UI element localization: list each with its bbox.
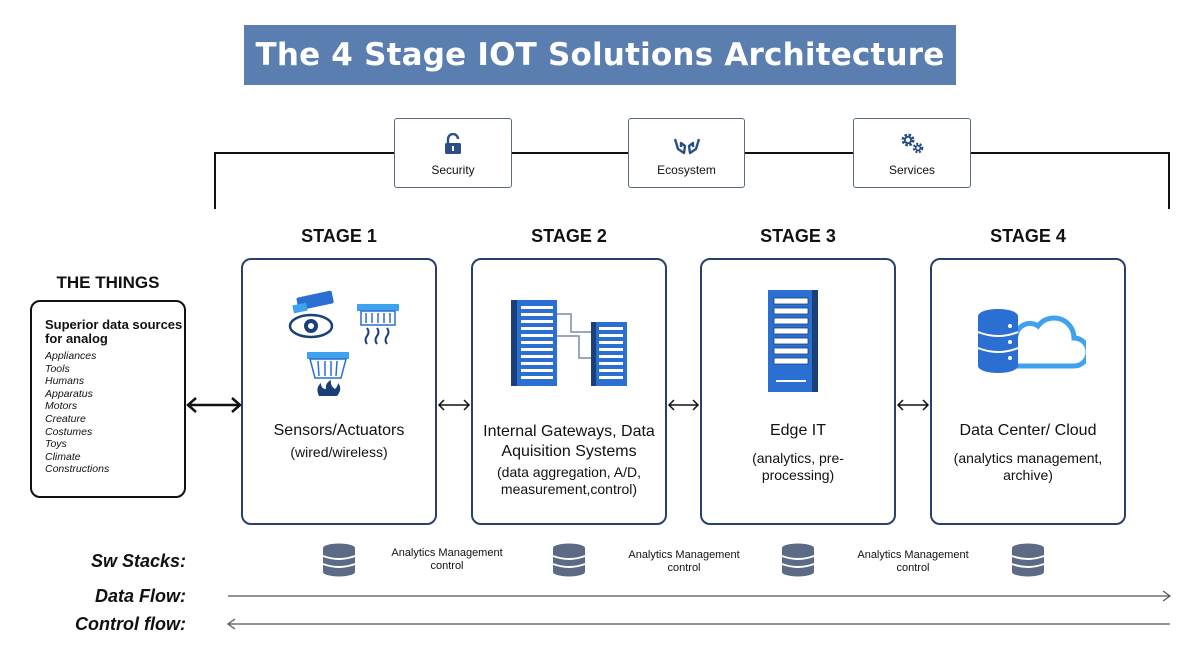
database-icon xyxy=(322,543,356,577)
things-label: THE THINGS xyxy=(56,273,160,292)
stage-3-title: Edge IT xyxy=(769,422,827,439)
page-title: The 4 Stage IOT Solutions Architecture xyxy=(244,25,956,85)
things-box: Superior data sources for analog Applian… xyxy=(30,300,186,498)
ecosystem-label: Ecosystem xyxy=(657,163,716,177)
stage-2-label: STAGE 2 xyxy=(531,226,607,246)
stage-4-title: Data Center/ Cloud xyxy=(959,422,1097,439)
hands-icon xyxy=(673,138,700,155)
stage-2-card: Internal Gateways, Data Aquisition Syste… xyxy=(471,258,667,525)
control-flow-label: Control flow: xyxy=(75,614,186,634)
stage-1-card: Sensors/Actuators (wired/wireless) xyxy=(241,258,437,525)
gateway-racks-icon xyxy=(511,300,627,386)
list-item: Toys xyxy=(45,438,67,451)
services-box: Services xyxy=(853,118,971,188)
stage-2-subtitle: (data aggregation, A/D, measurement,cont… xyxy=(497,464,641,497)
security-box: Security xyxy=(394,118,512,188)
sw-stack-label-3: Analytics Management control xyxy=(857,549,969,574)
cloud-database-icon xyxy=(977,309,1086,373)
security-label: Security xyxy=(431,163,475,177)
database-icon xyxy=(781,543,815,577)
lock-icon xyxy=(445,133,461,154)
sw-stacks-label: Sw Stacks: xyxy=(90,551,186,571)
things-list: Appliances Tools Humans Apparatus Motors… xyxy=(45,350,184,476)
list-item: Appliances xyxy=(45,350,97,362)
list-item: Apparatus xyxy=(45,387,93,400)
list-item: Humans xyxy=(45,375,85,388)
things-heading: Superior data sources for analog xyxy=(45,317,183,346)
stage-4-card: Data Center/ Cloud (analytics management… xyxy=(930,258,1126,525)
sw-stack-label-1: Analytics Management control xyxy=(391,547,503,572)
services-label: Services xyxy=(888,163,935,177)
sensors-icon xyxy=(288,290,399,396)
stage-4-subtitle: (analytics management, archive) xyxy=(953,450,1103,483)
database-icon xyxy=(552,543,586,577)
list-item: Motors xyxy=(45,400,78,413)
list-item: Creature xyxy=(45,412,86,425)
list-item: Constructions xyxy=(45,463,110,476)
ecosystem-box: Ecosystem xyxy=(628,118,745,188)
database-icon xyxy=(1011,543,1045,577)
stage3-stage4-arrow xyxy=(896,399,930,411)
data-flow-arrow xyxy=(228,590,1172,602)
things-stage1-arrow xyxy=(186,397,242,413)
gears-icon xyxy=(901,133,924,154)
stage-3-subtitle: (analytics, pre-processing) xyxy=(752,450,844,483)
sw-stack-label-2: Analytics Management control xyxy=(628,549,740,574)
stage-1-title: Sensors/Actuators xyxy=(273,422,405,439)
data-flow-label: Data Flow: xyxy=(94,586,186,606)
stage1-stage2-arrow xyxy=(437,399,471,411)
stage-3-card: Edge IT (analytics, pre-processing) xyxy=(700,258,896,525)
stage-1-label: STAGE 1 xyxy=(301,226,377,246)
stage-2-title: Internal Gateways, Data Aquisition Syste… xyxy=(483,423,655,460)
stage-3-label: STAGE 3 xyxy=(760,226,836,246)
stage2-stage3-arrow xyxy=(667,399,700,411)
stage-1-subtitle: (wired/wireless) xyxy=(290,444,388,460)
stage-4-label: STAGE 4 xyxy=(990,226,1066,246)
list-item: Tools xyxy=(45,362,70,375)
server-rack-icon xyxy=(768,290,818,392)
list-item: Climate xyxy=(45,450,81,463)
list-item: Costumes xyxy=(45,425,93,438)
control-flow-arrow xyxy=(226,618,1170,630)
